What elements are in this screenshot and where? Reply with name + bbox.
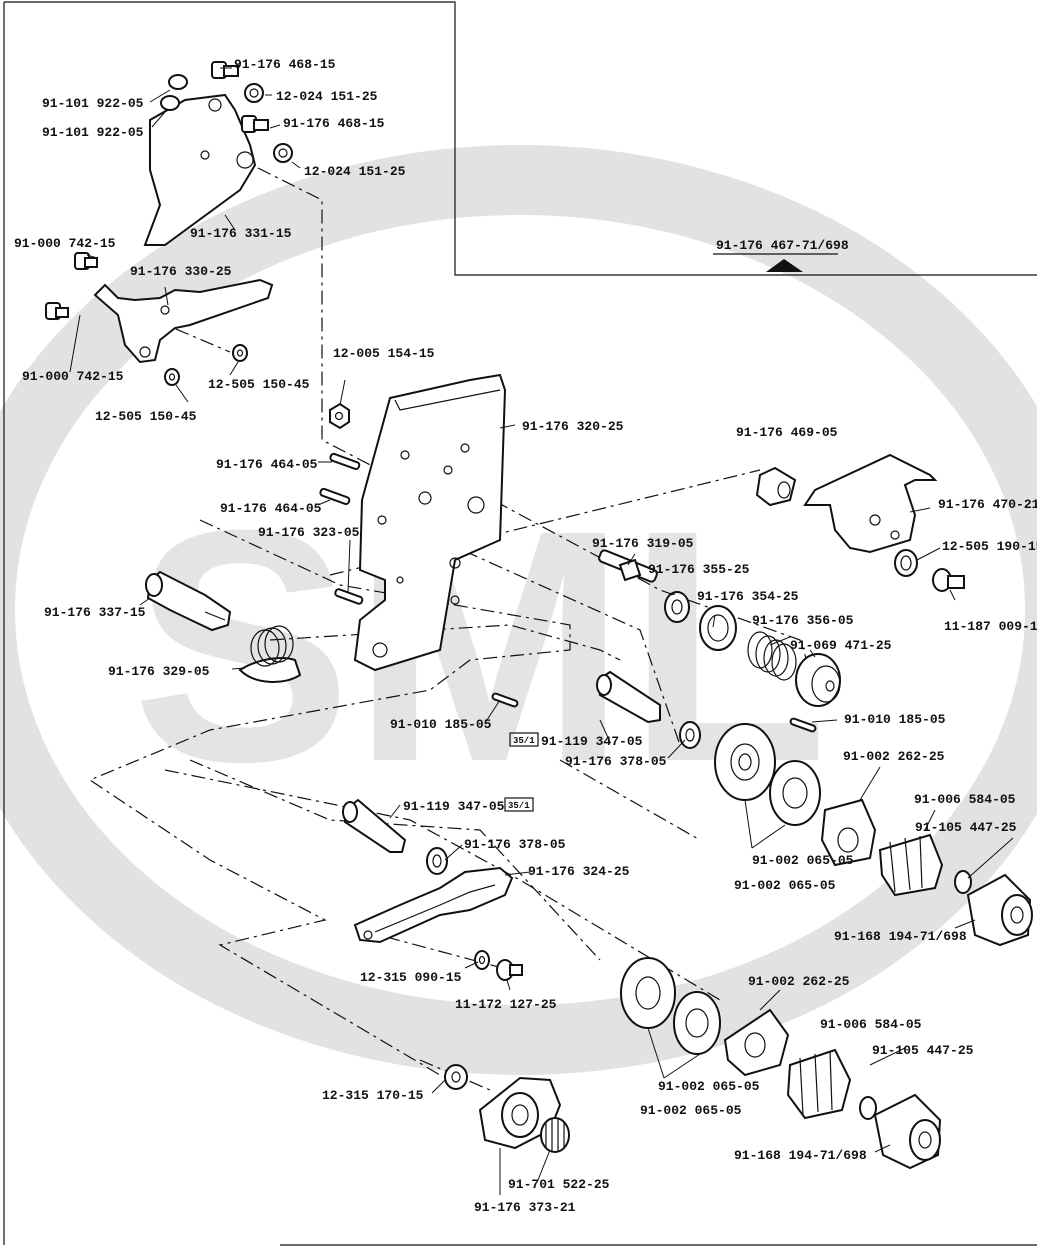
screws-and-nuts-top <box>211 61 293 163</box>
part-label: 91-006 584-05 <box>820 1017 922 1032</box>
bracket-470 <box>803 453 938 554</box>
lever-330 <box>93 278 274 364</box>
part-label: 91-119 347-05 <box>403 799 505 814</box>
washers-378 <box>426 721 701 875</box>
stud-347-upper <box>596 670 661 724</box>
washer-170 <box>444 1064 468 1090</box>
part-label: 91-168 194-71/698 <box>834 929 967 944</box>
screw-127 <box>496 959 523 981</box>
stud-319 <box>598 549 658 583</box>
part-label: 91-176 356-05 <box>752 613 854 628</box>
ref-tag-a: 35/1 <box>509 732 539 747</box>
washer-090 <box>474 950 490 970</box>
part-label: 12-005 154-15 <box>333 346 435 361</box>
part-label: 91-176 324-25 <box>528 864 630 879</box>
shaft-337 <box>145 570 232 632</box>
part-label: 91-176 464-05 <box>216 457 318 472</box>
part-label: 91-176 468-15 <box>283 116 385 131</box>
watermark-logo <box>0 145 1037 1075</box>
part-label: 11-187 009-15 <box>944 619 1037 634</box>
part-label: 12-024 151-25 <box>276 89 378 104</box>
part-label: 91-105 447-25 <box>915 820 1017 835</box>
spring-329 <box>238 625 302 683</box>
part-label: 12-024 151-25 <box>304 164 406 179</box>
lever-plate-324 <box>353 866 514 944</box>
stud-347-lower <box>342 798 407 853</box>
part-label: 91-176 378-05 <box>464 837 566 852</box>
part-label: 91-000 742-15 <box>22 369 124 384</box>
part-labels: 91-176 468-15 91-101 922-05 12-024 151-2… <box>14 57 1037 1215</box>
part-label: 91-006 584-05 <box>914 792 1016 807</box>
part-label: 91-176 323-05 <box>258 525 360 540</box>
part-label: 91-002 262-25 <box>843 749 945 764</box>
part-label: 12-315 090-15 <box>360 970 462 985</box>
part-label: 91-002 065-05 <box>752 853 854 868</box>
part-label: 91-000 742-15 <box>14 236 116 251</box>
part-label: 91-176 320-25 <box>522 419 624 434</box>
part-label: 91-101 922-05 <box>42 125 144 140</box>
tension-assembly-upper <box>714 723 1033 947</box>
part-label: 91-119 347-05 <box>541 734 643 749</box>
part-label: 91-069 471-25 <box>790 638 892 653</box>
ref-tag-b: 35/1 <box>504 797 534 812</box>
part-label: 91-176 355-25 <box>648 562 750 577</box>
part-label: 91-176 468-15 <box>234 57 336 72</box>
bushing-469 <box>755 466 797 507</box>
tension-assembly-lower <box>620 957 942 1170</box>
part-label: 12-315 170-15 <box>322 1088 424 1103</box>
svg-text:35/1: 35/1 <box>508 801 530 811</box>
part-label: 12-505 190-15 <box>942 539 1037 554</box>
part-label: 91-176 329-05 <box>108 664 210 679</box>
part-label: 11-172 127-25 <box>455 997 557 1012</box>
part-label: 91-105 447-25 <box>872 1043 974 1058</box>
part-label: 91-176 331-15 <box>190 226 292 241</box>
part-label: 91-176 469-05 <box>736 425 838 440</box>
part-label: 91-176 470-21 <box>938 497 1037 512</box>
part-label: 91-002 065-05 <box>640 1103 742 1118</box>
nut-471 <box>795 653 841 707</box>
cover-373 <box>478 1076 562 1150</box>
part-label: 91-176 378-05 <box>565 754 667 769</box>
frame-border <box>3 1 1037 1246</box>
part-label: 91-176 464-05 <box>220 501 322 516</box>
part-label: 91-101 922-05 <box>42 96 144 111</box>
assembly-ref-triangle <box>766 259 803 272</box>
svg-text:35/1: 35/1 <box>513 736 535 746</box>
leader-lines <box>69 67 1014 1195</box>
pins <box>319 452 817 733</box>
washers-150 <box>164 344 248 386</box>
screws-742 <box>45 252 98 320</box>
part-label: 91-010 185-05 <box>844 712 946 727</box>
sleeve-354 <box>699 605 737 651</box>
washer-190 <box>894 549 918 577</box>
part-label: 91-002 065-05 <box>734 878 836 893</box>
nut-154 <box>329 402 350 430</box>
part-label: 91-002 065-05 <box>658 1079 760 1094</box>
part-label: 91-176 330-25 <box>130 264 232 279</box>
screw-009 <box>932 568 965 592</box>
part-label: 91-176 354-25 <box>697 589 799 604</box>
part-label: 12-505 150-45 <box>208 377 310 392</box>
part-label: 91-002 262-25 <box>748 974 850 989</box>
part-label: 91-010 185-05 <box>390 717 492 732</box>
part-label: 91-701 522-25 <box>508 1177 610 1192</box>
part-label: 91-176 337-15 <box>44 605 146 620</box>
knob-522 <box>540 1117 570 1153</box>
part-label: 91-176 373-21 <box>474 1200 576 1215</box>
part-label: 12-505 150-45 <box>95 409 197 424</box>
bushings <box>160 74 188 111</box>
part-label: 91-176 319-05 <box>592 536 694 551</box>
part-label: 91-168 194-71/698 <box>734 1148 867 1163</box>
washer-355 <box>664 591 690 623</box>
main-plate-320 <box>353 373 507 672</box>
bracket-331 <box>143 93 257 246</box>
spring-356 <box>747 631 797 681</box>
assembly-ref-label: 91-176 467-71/698 <box>716 238 849 253</box>
